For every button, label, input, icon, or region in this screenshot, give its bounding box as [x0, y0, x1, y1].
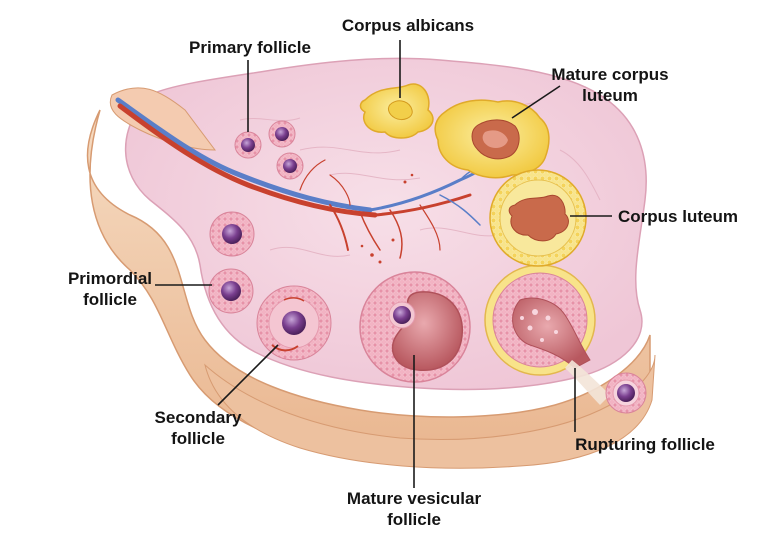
corpus-albicans [359, 83, 434, 139]
label-secondary-follicle-line2: follicle [171, 429, 225, 448]
label-primordial-follicle-line1: Primordial [68, 269, 152, 288]
label-mature-vesicular-follicle-line1: Mature vesicular [347, 489, 482, 508]
secondary-follicle [256, 285, 332, 361]
label-mature-corpus-luteum-line2: luteum [582, 86, 638, 105]
label-rupturing-follicle: Rupturing follicle [575, 435, 715, 454]
released-oocyte [605, 372, 647, 414]
primordial-follicle-2 [208, 268, 254, 314]
label-corpus-albicans: Corpus albicans [342, 16, 474, 35]
capsule-lower-band [204, 354, 656, 469]
leader-mature-corpus-luteum [511, 85, 561, 119]
primary-follicle-2 [268, 120, 296, 148]
corpus-luteum [489, 169, 587, 267]
label-primary-follicle: Primary follicle [189, 38, 311, 57]
label-secondary-follicle-line1: Secondary [155, 408, 242, 427]
primary-follicle-1 [234, 131, 262, 159]
label-mature-corpus-luteum-line1: Mature corpus [551, 65, 668, 84]
mature-vesicular-follicle [359, 271, 471, 383]
blood-droplets [360, 173, 414, 264]
primordial-follicle-1 [209, 211, 255, 257]
label-corpus-luteum: Corpus luteum [618, 207, 738, 226]
leader-secondary-follicle [217, 344, 279, 406]
leader-lines [155, 40, 612, 488]
label-mature-vesicular-follicle-line2: follicle [387, 510, 441, 529]
mature-corpus-luteum [434, 99, 550, 179]
label-primordial-follicle-line2: follicle [83, 290, 137, 309]
ovary-capsule [86, 109, 651, 468]
rupturing-follicle [484, 264, 610, 405]
primary-follicle-3 [276, 152, 304, 180]
